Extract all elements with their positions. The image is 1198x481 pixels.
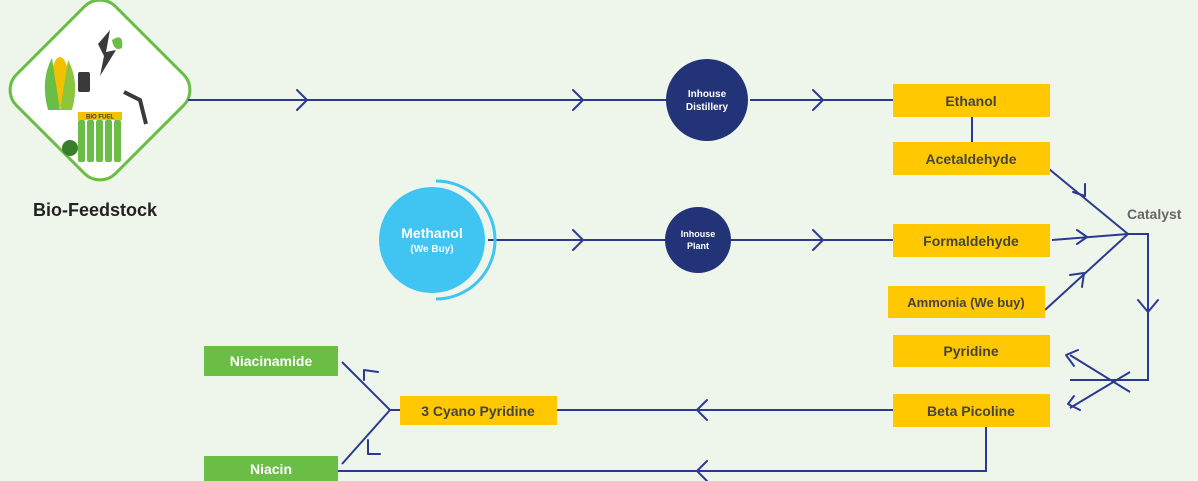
inhouse-distillery-node: Inhouse Distillery	[666, 59, 748, 141]
arrow-down-left	[367, 439, 381, 455]
methanol-line-2: (We Buy)	[410, 244, 453, 255]
ethanol-box: Ethanol	[893, 84, 1050, 117]
arrow-up-left	[363, 369, 379, 381]
ammonia-box: Ammonia (We buy)	[888, 286, 1045, 318]
arrow-right	[296, 89, 308, 111]
ethanol-label: Ethanol	[945, 93, 996, 109]
plant-line-1: Inhouse	[681, 229, 716, 239]
arrow-left	[1065, 349, 1079, 367]
flow-arrows	[296, 89, 1159, 481]
methanol-line-1: Methanol	[401, 225, 462, 241]
beta-picoline-box: Beta Picoline	[893, 394, 1050, 427]
arrow-right	[812, 229, 824, 251]
arrow-right	[572, 229, 584, 251]
pyridine-label: Pyridine	[943, 343, 998, 359]
bio-fuel-icon: BIO FUEL	[8, 0, 192, 182]
distillery-line-1: Inhouse	[688, 89, 727, 100]
distillery-line-2: Distillery	[686, 102, 729, 113]
pyridine-box: Pyridine	[893, 335, 1050, 367]
arrow-left	[696, 460, 708, 481]
cyano-pyridine-box: 3 Cyano Pyridine	[400, 396, 557, 425]
inhouse-plant-node: Inhouse Plant	[665, 207, 731, 273]
acetaldehyde-label: Acetaldehyde	[925, 151, 1016, 167]
cyano-pyridine-label: 3 Cyano Pyridine	[421, 403, 535, 419]
arrow-right	[812, 89, 824, 111]
arrow-down	[1137, 299, 1159, 313]
niacinamide-box: Niacinamide	[204, 346, 338, 376]
plant-line-2: Plant	[687, 241, 709, 251]
arrow-left	[1067, 395, 1081, 411]
catalyst-label: Catalyst	[1127, 206, 1182, 222]
methanol-node: Methanol (We Buy)	[379, 179, 497, 301]
arrow-diagonal	[1072, 183, 1086, 197]
bio-fuel-logo-text: BIO FUEL	[86, 115, 114, 121]
ammonia-label: Ammonia (We buy)	[907, 295, 1025, 310]
arrow-left	[696, 399, 708, 421]
formaldehyde-box: Formaldehyde	[893, 224, 1050, 257]
arrow-right	[1076, 229, 1088, 245]
arrow-right	[572, 89, 584, 111]
niacin-label: Niacin	[250, 461, 292, 477]
niacin-box: Niacin	[204, 456, 338, 481]
niacinamide-label: Niacinamide	[230, 353, 313, 369]
acetaldehyde-box: Acetaldehyde	[893, 142, 1050, 175]
bio-feedstock-label: Bio-Feedstock	[33, 200, 158, 220]
formaldehyde-label: Formaldehyde	[923, 233, 1019, 249]
arrow-diagonal	[1069, 272, 1085, 288]
beta-picoline-label: Beta Picoline	[927, 403, 1015, 419]
